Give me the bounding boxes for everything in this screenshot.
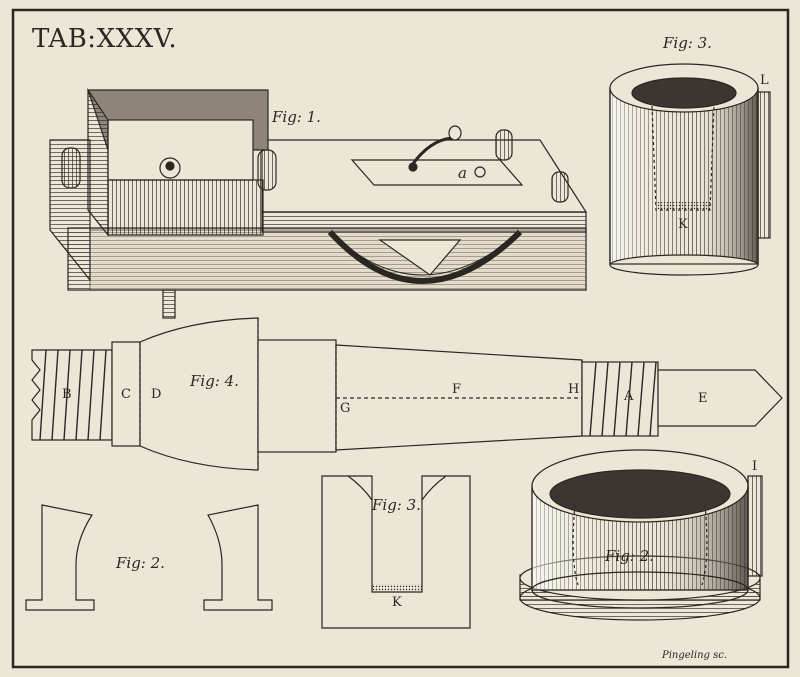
fig2-vessel-caption: Fig: 2. [604, 547, 654, 565]
fig4-mandrel [31, 317, 783, 471]
plate-border [11, 8, 790, 669]
plate-title: TAB:XXXV. [32, 24, 177, 54]
fig1-label-a: a [458, 164, 467, 182]
fig3-caption: Fig: 3. [662, 34, 712, 52]
fig1-apparatus [49, 88, 588, 319]
fig4-label-E: E [698, 391, 708, 406]
engraver-signature: Pingeling sc. [661, 650, 727, 661]
fig3-label-K: K [678, 217, 688, 232]
fig4-label-F: F [452, 382, 461, 397]
fig4-label-H: H [568, 382, 579, 397]
fig2-vessel [519, 449, 763, 621]
fig4-label-G: G [340, 401, 350, 416]
fig4-label-D: D [151, 387, 161, 402]
fig2-vessel-label-I: I [752, 459, 757, 474]
fig4-label-B: B [62, 387, 72, 402]
fig3-label-L: L [760, 73, 769, 88]
fig3-section-label-K: K [392, 595, 402, 610]
fig4-label-C: C [121, 387, 131, 402]
fig3-crucible [609, 63, 771, 276]
fig2-profiles [25, 504, 273, 611]
fig4-caption: Fig: 4. [189, 372, 239, 390]
fig2-left-caption: Fig: 2. [115, 554, 165, 572]
fig4-label-A: A [623, 389, 634, 404]
fig3-section [321, 475, 471, 629]
fig3-section-caption: Fig: 3. [371, 496, 421, 514]
fig1-caption: Fig: 1. [271, 108, 321, 126]
